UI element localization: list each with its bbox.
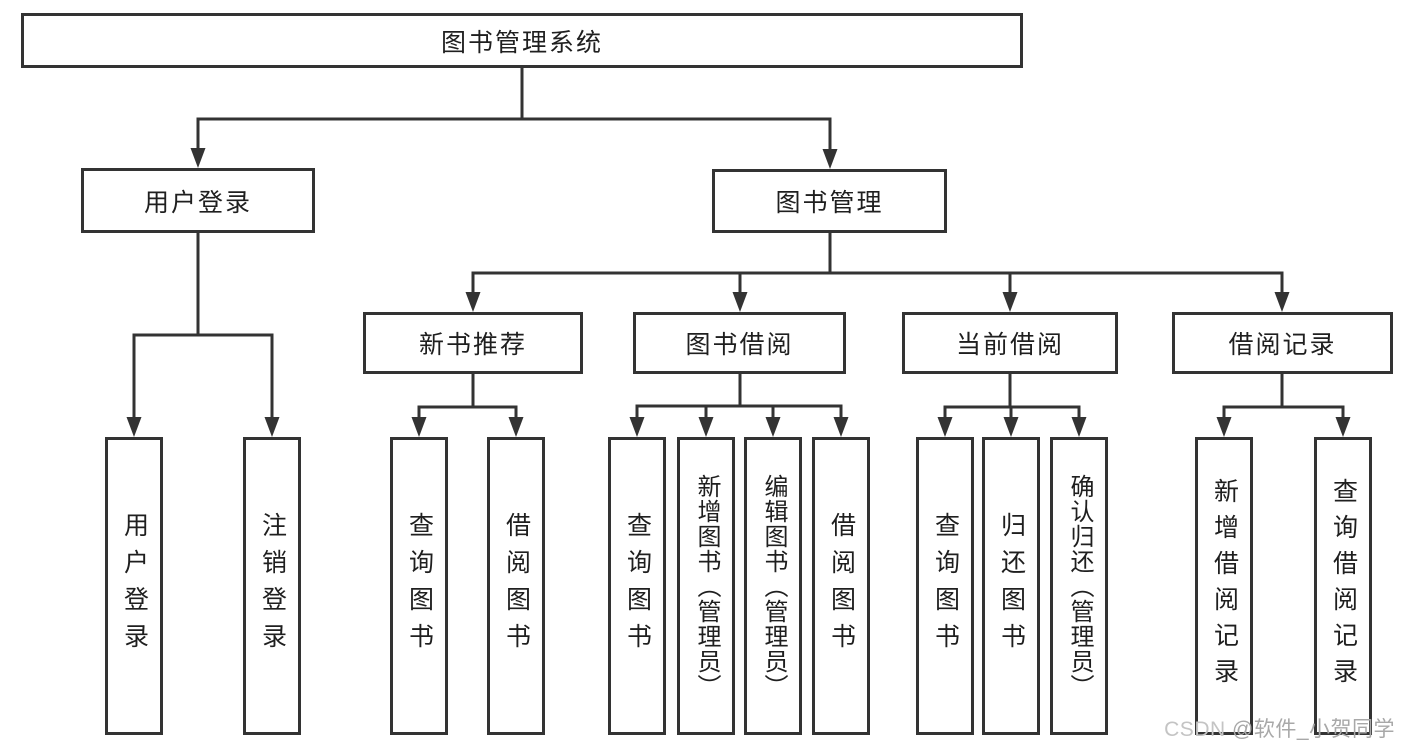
- leaf-borrow-books-2: 借阅图书: [812, 437, 870, 735]
- leaf-borrow-books-1: 借阅图书: [487, 437, 545, 735]
- node-root-label: 图书管理系统: [440, 28, 603, 57]
- node-new-book-recommend: 新书推荐: [363, 312, 583, 374]
- connector-borrow-records-to-leaves: [1216, 372, 1351, 437]
- watermark-handle: @软件_小贺同学: [1232, 718, 1395, 741]
- leaf-logout: 注销登录: [243, 437, 301, 735]
- leaf-return-books-label: 归还图书: [997, 512, 1026, 660]
- leaf-query-books-1-label: 查询图书: [405, 512, 434, 660]
- node-user-login: 用户登录: [81, 168, 315, 233]
- connector-new-book-to-leaves: [411, 372, 524, 437]
- node-book-management: 图书管理: [712, 169, 947, 233]
- leaf-add-borrow-record: 新增借阅记录: [1195, 437, 1253, 735]
- connector-book-borrow-to-leaves: [629, 372, 849, 437]
- node-current-borrow-label: 当前借阅: [955, 331, 1064, 359]
- leaf-return-books: 归还图书: [982, 437, 1040, 735]
- leaf-add-books-admin: 新增图书（管理员）: [677, 437, 735, 735]
- leaf-confirm-return-admin-label: 确认归还（管理员）: [1066, 473, 1093, 699]
- connector-user-login-to-leaves: [126, 231, 280, 437]
- leaf-query-borrow-record-label: 查询借阅记录: [1329, 478, 1358, 694]
- leaf-query-books-3-label: 查询图书: [931, 512, 960, 660]
- node-borrow-records-label: 借阅记录: [1228, 331, 1337, 359]
- leaf-query-books-2-label: 查询图书: [623, 512, 652, 660]
- leaf-edit-books-admin-label: 编辑图书（管理员）: [760, 473, 787, 699]
- leaf-borrow-books-2-label: 借阅图书: [827, 512, 856, 660]
- csdn-watermark: CSDN @软件_小贺同学: [1164, 713, 1395, 743]
- leaf-user-login-label: 用户登录: [120, 512, 149, 660]
- node-new-book-recommend-label: 新书推荐: [418, 331, 527, 359]
- watermark-brand: CSDN: [1164, 718, 1226, 741]
- leaf-edit-books-admin: 编辑图书（管理员）: [744, 437, 802, 735]
- node-root-library-system: 图书管理系统: [21, 13, 1023, 68]
- connector-current-borrow-to-leaves: [937, 372, 1087, 437]
- node-book-management-label: 图书管理: [775, 189, 884, 217]
- leaf-confirm-return-admin: 确认归还（管理员）: [1050, 437, 1108, 735]
- leaf-logout-label: 注销登录: [258, 512, 287, 660]
- leaf-query-books-1: 查询图书: [390, 437, 448, 735]
- leaf-borrow-books-1-label: 借阅图书: [502, 512, 531, 660]
- leaf-query-borrow-record: 查询借阅记录: [1314, 437, 1372, 735]
- node-current-borrow: 当前借阅: [902, 312, 1118, 374]
- node-borrow-records: 借阅记录: [1172, 312, 1393, 374]
- leaf-add-books-admin-label: 新增图书（管理员）: [693, 473, 720, 699]
- leaf-query-books-3: 查询图书: [916, 437, 974, 735]
- connector-root-to-level2: [190, 66, 838, 169]
- connector-book-mgmt-to-level3: [465, 231, 1290, 312]
- node-book-borrow-label: 图书借阅: [685, 331, 794, 359]
- leaf-add-borrow-record-label: 新增借阅记录: [1210, 478, 1239, 694]
- node-book-borrow: 图书借阅: [633, 312, 846, 374]
- leaf-query-books-2: 查询图书: [608, 437, 666, 735]
- leaf-user-login: 用户登录: [105, 437, 163, 735]
- node-user-login-label: 用户登录: [143, 188, 252, 217]
